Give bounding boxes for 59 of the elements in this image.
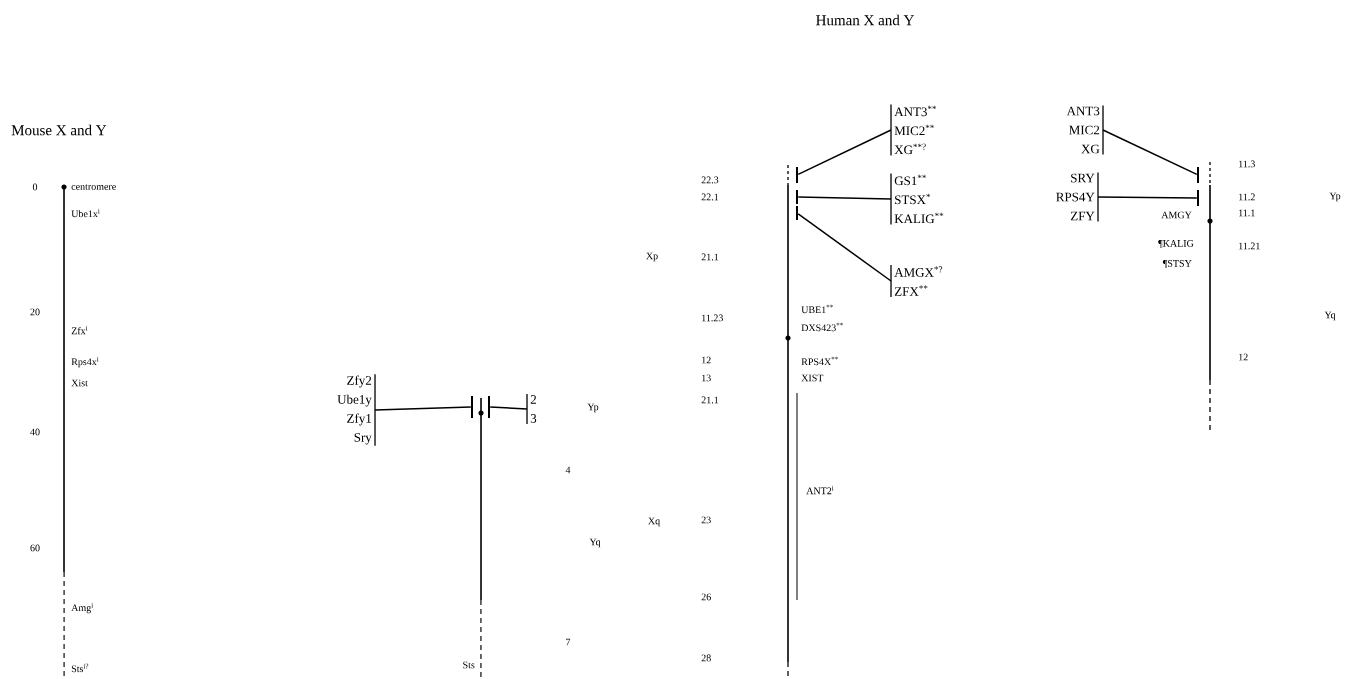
gene-label: ¶KALIG	[1158, 240, 1194, 248]
gene-label: Sts	[463, 661, 475, 669]
connector-line	[1097, 196, 1198, 199]
scale-number: 40	[30, 428, 40, 436]
arm-label: Xp	[646, 252, 658, 262]
heading: Mouse X and Y	[11, 124, 107, 136]
scale-number: 0	[32, 183, 38, 191]
band-number: 26	[701, 593, 711, 601]
gene-group: ANT3$^{**}$ MIC2$^{**}$ XG$^{**?}$	[890, 103, 937, 157]
connector-line	[797, 196, 892, 200]
band-number: 22.3	[701, 176, 719, 184]
connector-line	[1102, 129, 1198, 176]
gene-label: Sts$^{i?}$	[71, 663, 89, 673]
gene-label: UBE1$^{**}$	[801, 304, 833, 314]
gene-label: XIST	[801, 374, 824, 382]
gene-group: Zfy2 Ube1y Zfy1 Sry	[337, 373, 376, 447]
scale-number: 60	[30, 544, 40, 552]
band-number: 11.2	[1239, 193, 1255, 201]
gene-label: Amg$^{i}$	[71, 602, 93, 614]
band-number: 11.1	[1239, 209, 1255, 217]
band-number: 22.1	[701, 193, 719, 201]
gene-label: RPS4X$^{**}$	[801, 356, 838, 366]
connector-line	[489, 406, 528, 410]
band-number: 11.21	[1239, 242, 1260, 250]
gene-label: centromere	[71, 184, 116, 190]
connector-line	[374, 406, 472, 411]
gene-label: Rps4x$^{i}$	[71, 356, 99, 368]
band-number: 4	[565, 466, 571, 474]
gene-group: 2 3	[526, 393, 537, 425]
arm-label: Yq	[589, 538, 601, 548]
band-number: 7	[566, 638, 571, 646]
connector-line	[797, 213, 892, 282]
gene-label: Zfx$^{i}$	[71, 325, 88, 335]
gene-label: AMGY	[1161, 211, 1192, 219]
band-number: 21.1	[701, 396, 719, 404]
band-number: 28	[701, 654, 711, 662]
arm-label: Yp	[587, 403, 599, 413]
arm-label: Xq	[648, 517, 660, 527]
band-number: 21.1	[701, 253, 719, 261]
arm-label: Yp	[1329, 192, 1341, 202]
gene-group: SRY RPS4Y ZFY	[1056, 171, 1099, 223]
arm-label: Yq	[1324, 311, 1336, 321]
gene-label: Ube1x$^{i}$	[71, 208, 100, 218]
connector-line	[797, 129, 892, 176]
gene-label: ¶STSY	[1162, 260, 1192, 268]
gene-label: Xist	[71, 379, 88, 387]
band-number: 11.23	[702, 314, 723, 322]
band-number: 23	[701, 516, 711, 524]
band-number: 12	[702, 356, 711, 364]
gene-group: ANT3 MIC2 XG	[1066, 104, 1104, 156]
gene-group: AMGX$^{*?}$ ZFX$^{**}$	[890, 264, 943, 298]
band-number: 11.3	[1239, 160, 1255, 168]
scale-number: 20	[30, 308, 40, 316]
band-number: 13	[702, 374, 711, 382]
heading: Human X and Y	[816, 14, 914, 26]
gene-label: ANT2$^{i}$	[806, 485, 834, 495]
band-number: 12	[1239, 353, 1248, 361]
gene-group: GS1$^{**}$ STSX$^{*}$ KALIG$^{**}$	[890, 172, 944, 226]
gene-label: DXS423$^{**}$	[801, 322, 843, 332]
